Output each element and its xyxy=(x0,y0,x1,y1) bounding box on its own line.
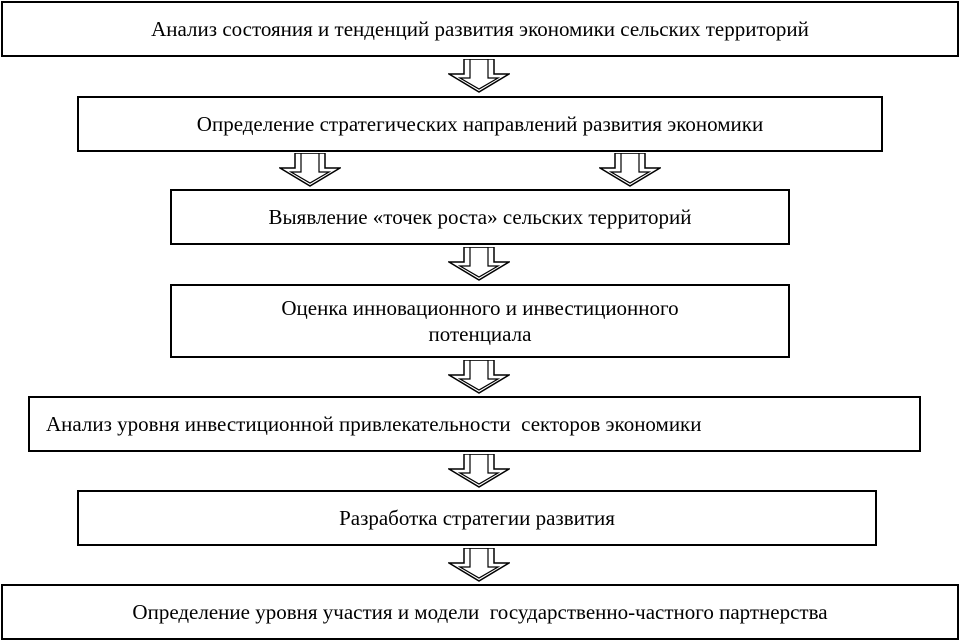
arrow-3-to-4-icon xyxy=(448,247,510,281)
arrow-5-to-6-icon xyxy=(448,454,510,488)
step-1-box: Анализ состояния и тенденций развития эк… xyxy=(1,1,959,57)
arrow-4-to-5-icon xyxy=(448,360,510,394)
step-6-label: Разработка стратегии развития xyxy=(339,506,615,530)
arrow-6-to-7-icon xyxy=(448,548,510,582)
step-4-label: Оценка инновационного и инвестиционного … xyxy=(281,296,679,346)
step-7-box: Определение уровня участия и модели госу… xyxy=(1,584,959,640)
step-6-box: Разработка стратегии развития xyxy=(77,490,877,546)
step-3-box: Выявление «точек роста» сельских террито… xyxy=(170,189,790,245)
step-2-label: Определение стратегических направлений р… xyxy=(196,112,764,136)
arrow-2-to-3-right-icon xyxy=(599,153,661,187)
step-5-box: Анализ уровня инвестиционной привлекател… xyxy=(28,396,921,452)
step-3-label: Выявление «точек роста» сельских террито… xyxy=(268,205,692,229)
step-2-box: Определение стратегических направлений р… xyxy=(77,96,883,152)
step-7-label: Определение уровня участия и модели госу… xyxy=(132,600,828,624)
step-5-label: Анализ уровня инвестиционной привлекател… xyxy=(46,412,702,436)
arrow-2-to-3-left-icon xyxy=(279,153,341,187)
step-4-box: Оценка инновационного и инвестиционного … xyxy=(170,284,790,358)
step-1-label: Анализ состояния и тенденций развития эк… xyxy=(151,17,809,41)
arrow-1-to-2-icon xyxy=(448,59,510,93)
